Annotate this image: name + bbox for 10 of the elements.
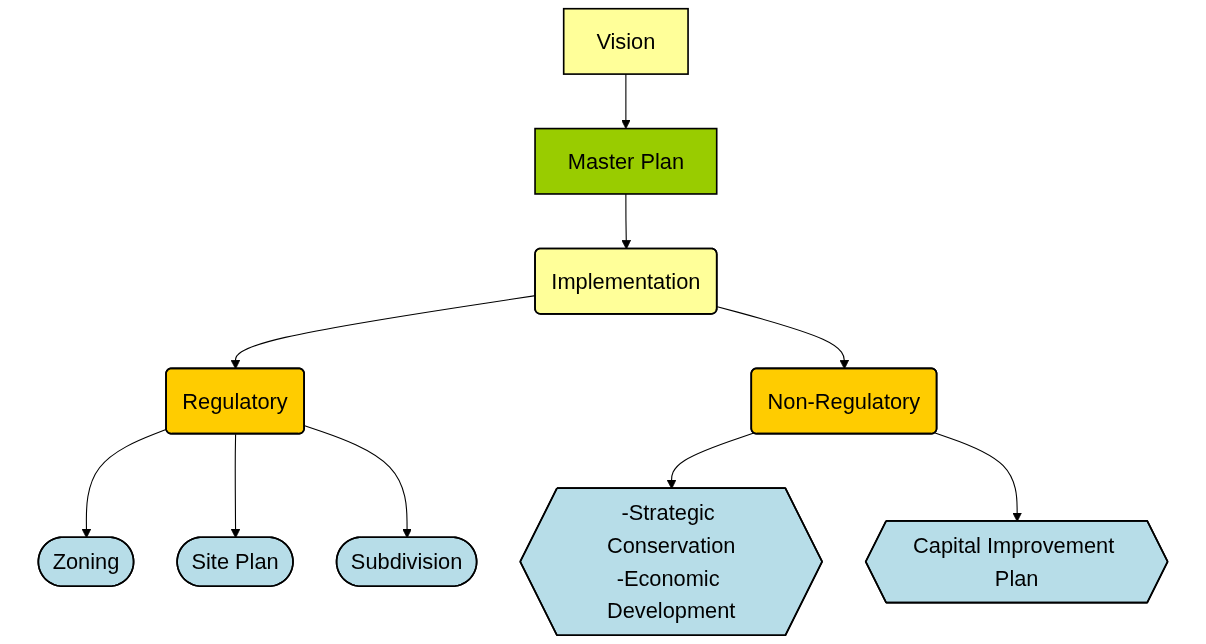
arrow [716, 306, 850, 370]
arrow [230, 433, 241, 539]
arrow [666, 432, 755, 490]
arrow [81, 428, 168, 539]
arrow [934, 432, 1022, 522]
node-box: Vision [562, 7, 689, 75]
node-box: Master Plan [534, 127, 718, 195]
arrow [304, 425, 412, 539]
arrow [621, 73, 631, 129]
arrow [621, 193, 632, 250]
